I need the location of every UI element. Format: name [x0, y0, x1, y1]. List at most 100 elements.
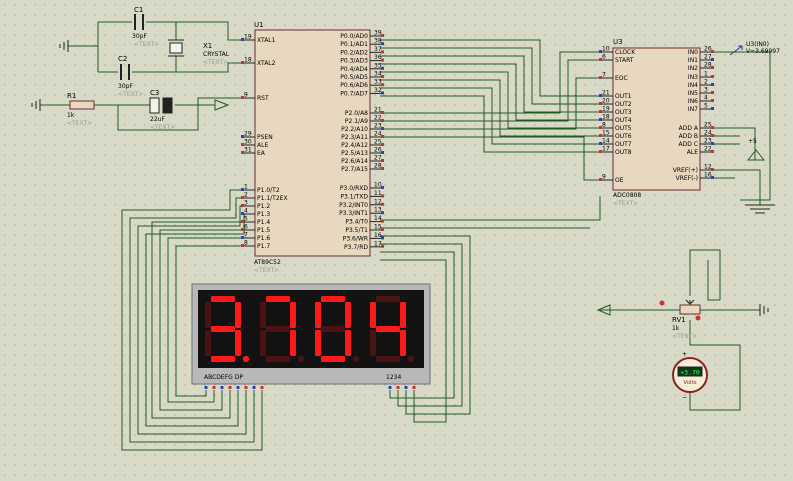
common-pin[interactable]	[412, 386, 416, 389]
segment-pin[interactable]	[212, 386, 216, 389]
common-pin[interactable]	[388, 386, 392, 389]
potentiometer-rv1[interactable]: RV1 1k <TEXT>	[659, 299, 701, 340]
voltage-probe[interactable]: U3(IN0) V=3.69997	[729, 41, 780, 56]
pin-name: P2.5/A13	[341, 150, 368, 157]
pin-number: 28	[374, 163, 382, 170]
vcc-terminal[interactable]: +5	[746, 138, 766, 161]
capacitor-c2[interactable]: C2 30pF <TEXT>	[118, 55, 143, 98]
pin-name: P3.3/INT1	[339, 210, 368, 217]
dc-voltmeter[interactable]: +3.70 Volts + −	[672, 351, 708, 401]
segment-pin[interactable]	[204, 386, 208, 389]
pin-name: ADD B	[679, 133, 698, 140]
capacitor-c1[interactable]: C1 30pF <TEXT>	[132, 6, 159, 48]
rv1-tag: <TEXT>	[672, 333, 697, 340]
pin-number: 39	[374, 30, 382, 37]
segment-pin[interactable]	[228, 386, 232, 389]
common-pin[interactable]	[404, 386, 408, 389]
pin-number: 2	[704, 79, 708, 86]
segment-pin[interactable]	[236, 386, 240, 389]
segment-pin[interactable]	[260, 386, 264, 389]
seven-segment-display[interactable]: ABCDEFG DP 1234	[191, 283, 431, 389]
resistor-r1[interactable]: R1 1k <TEXT>	[67, 92, 95, 127]
digit-2	[260, 296, 305, 363]
pin-name: VREF(-)	[676, 175, 698, 182]
common-pin[interactable]	[396, 386, 400, 389]
segment-pin[interactable]	[244, 386, 248, 389]
segment-pin[interactable]	[220, 386, 224, 389]
pin-name: P3.6/WR	[343, 235, 368, 242]
capacitor-c3[interactable]: C3 22uF <TEXT>	[149, 89, 175, 131]
crystal-x1[interactable]: X1 CRYSTAL <TEXT>	[168, 39, 230, 66]
segment-pin[interactable]	[252, 386, 256, 389]
